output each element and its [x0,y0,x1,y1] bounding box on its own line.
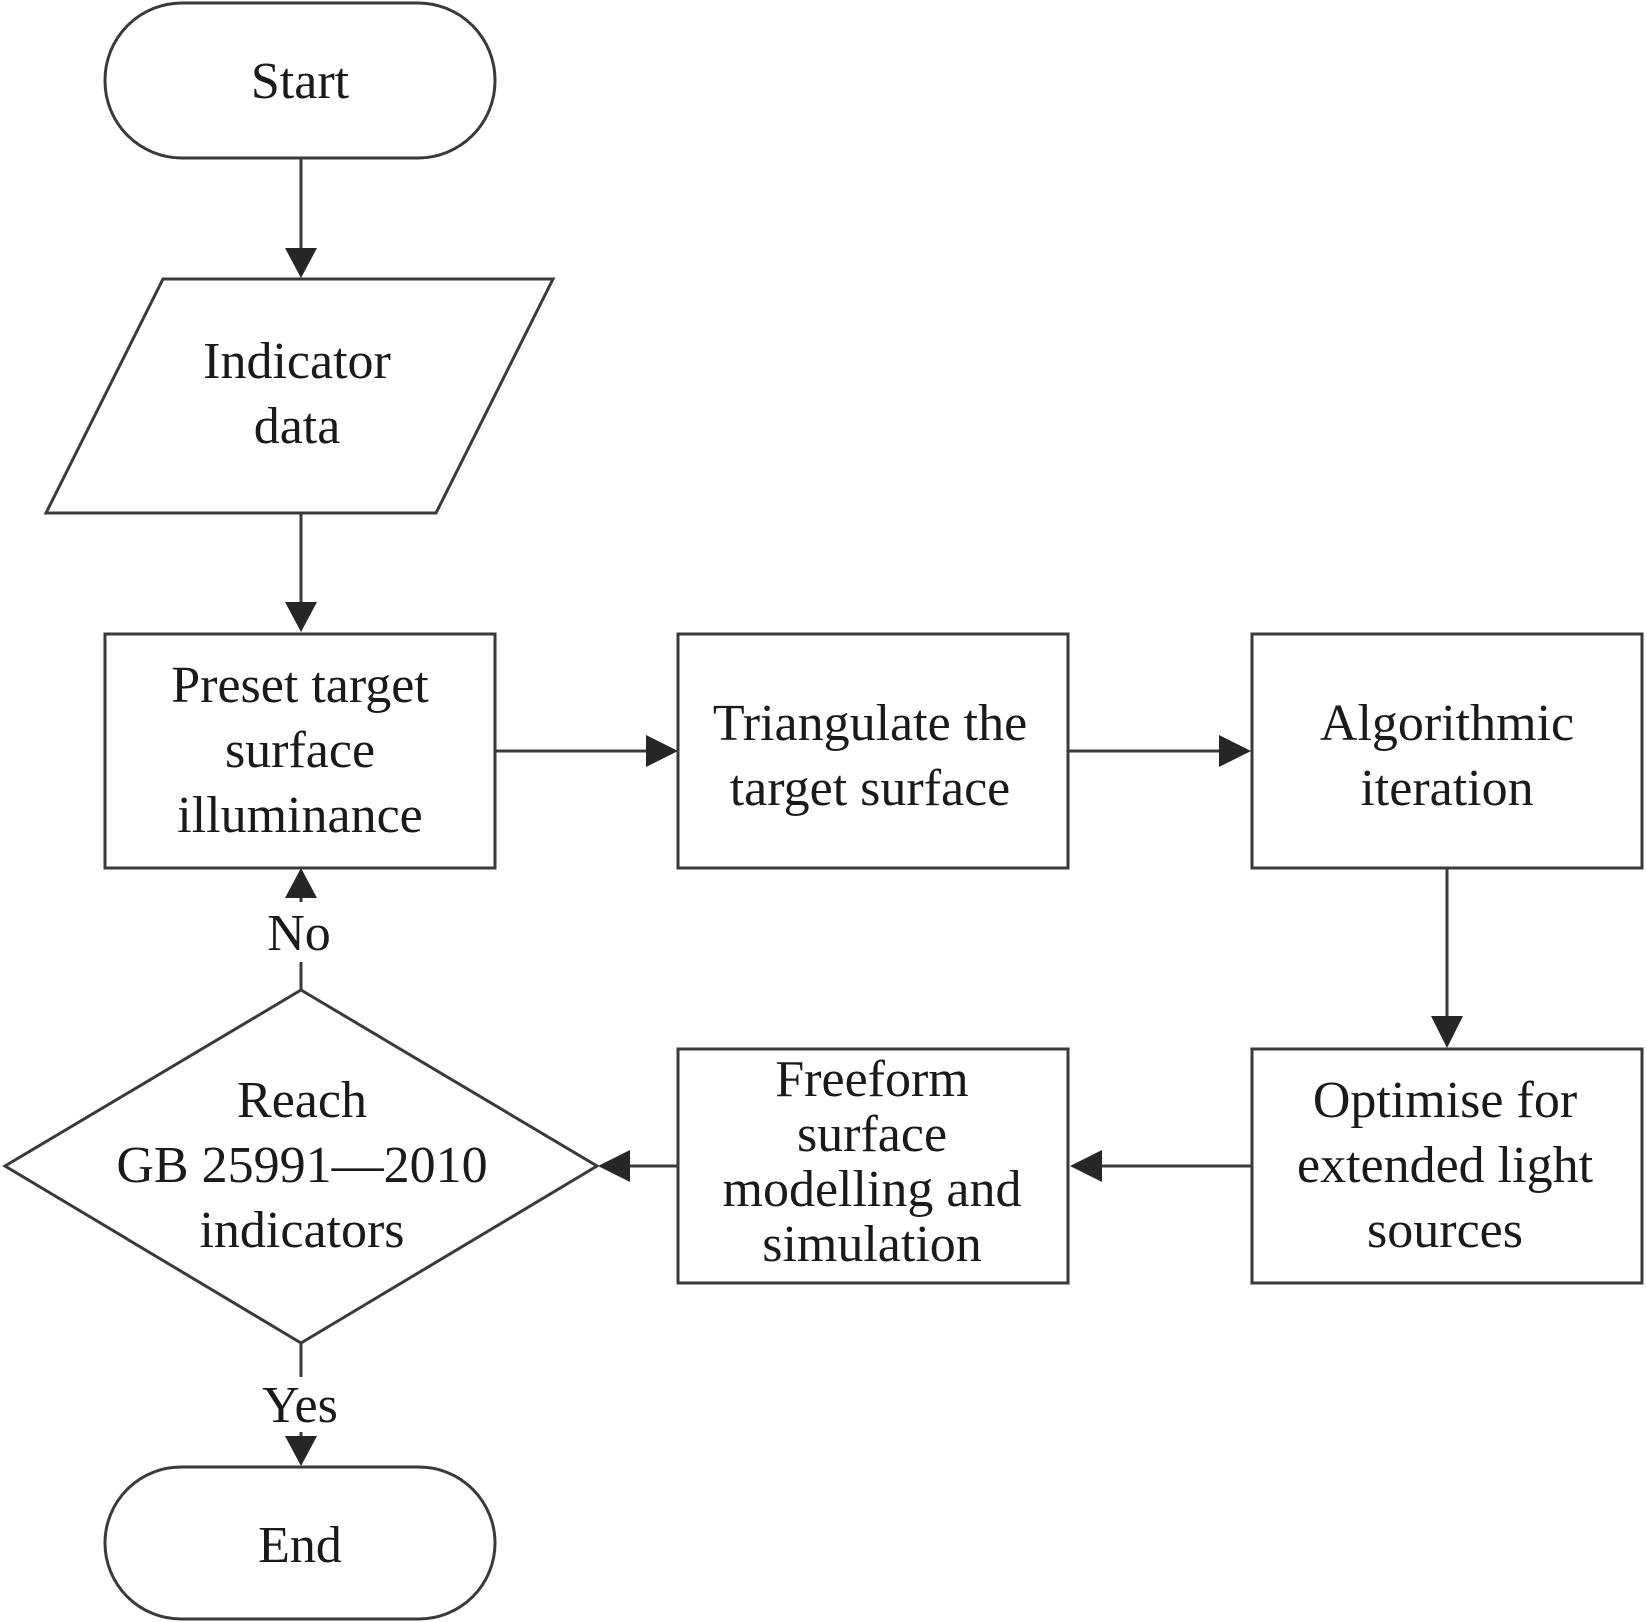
triangulate-label: Triangulate the target surface [713,695,1027,817]
edge-label-yes: Yes [262,1377,338,1434]
freeform-label: Freeform surface modelling and simulatio… [723,1051,1022,1273]
arrowhead-to-decision [598,1150,630,1182]
arrowhead-to-preset-from-no [285,868,317,898]
decision-label: Reach GB 25991—2010 indicators [116,1072,487,1259]
preset-text-line3: illuminance [177,787,422,844]
preset-text-line1: Preset target [171,657,429,714]
optimise-text-line1: Optimise for [1313,1072,1577,1129]
indicator-data-input [43,277,556,515]
algorithmic-process-box [1250,632,1644,870]
triangulate-text-line1: Triangulate the [713,695,1027,752]
decision-text-line3: indicators [199,1202,404,1259]
algorithmic-label: Algorithmic iteration [1320,695,1574,817]
end-terminal [103,1465,497,1621]
preset-process-box [103,632,497,870]
triangulate-text-line2: target surface [730,760,1011,817]
indicator-data-text-line1: Indicator [203,333,391,390]
freeform-process-box [676,1047,1070,1285]
freeform-text-line4: simulation [762,1216,982,1273]
start-text: Start [251,53,350,110]
arrowhead-to-indicator [285,248,317,278]
start-label: Start [251,53,350,110]
optimise-text-line3: sources [1367,1202,1523,1259]
freeform-text-line2: surface [797,1106,947,1163]
indicator-data-text-line2: data [254,398,341,455]
decision-diamond [2,988,600,1345]
triangulate-process-box [676,632,1070,870]
start-terminal [103,1,497,160]
algorithmic-text-line2: iteration [1360,760,1533,817]
arrowhead-to-algorithmic [1219,735,1251,767]
algorithmic-text-line1: Algorithmic [1320,695,1574,752]
preset-label: Preset target surface illuminance [171,657,429,844]
optimise-label: Optimise for extended light sources [1297,1072,1594,1259]
end-text: End [258,1517,342,1574]
arrowhead-to-triangulate [646,735,678,767]
arrowhead-to-freeform [1070,1150,1102,1182]
decision-text-line1: Reach [237,1072,367,1129]
optimise-text-line2: extended light [1297,1137,1594,1194]
preset-text-line2: surface [225,722,375,779]
arrowhead-to-preset [285,602,317,632]
arrowhead-to-end [285,1436,317,1466]
optimise-process-box [1250,1047,1644,1285]
freeform-text-line1: Freeform [775,1051,968,1108]
indicator-data-label: Indicator data [203,333,391,455]
freeform-text-line3: modelling and [723,1161,1022,1218]
arrowhead-to-optimise [1431,1016,1463,1048]
decision-text-line2: GB 25991—2010 [116,1137,487,1194]
edge-label-no: No [267,905,331,962]
end-label: End [258,1517,342,1574]
